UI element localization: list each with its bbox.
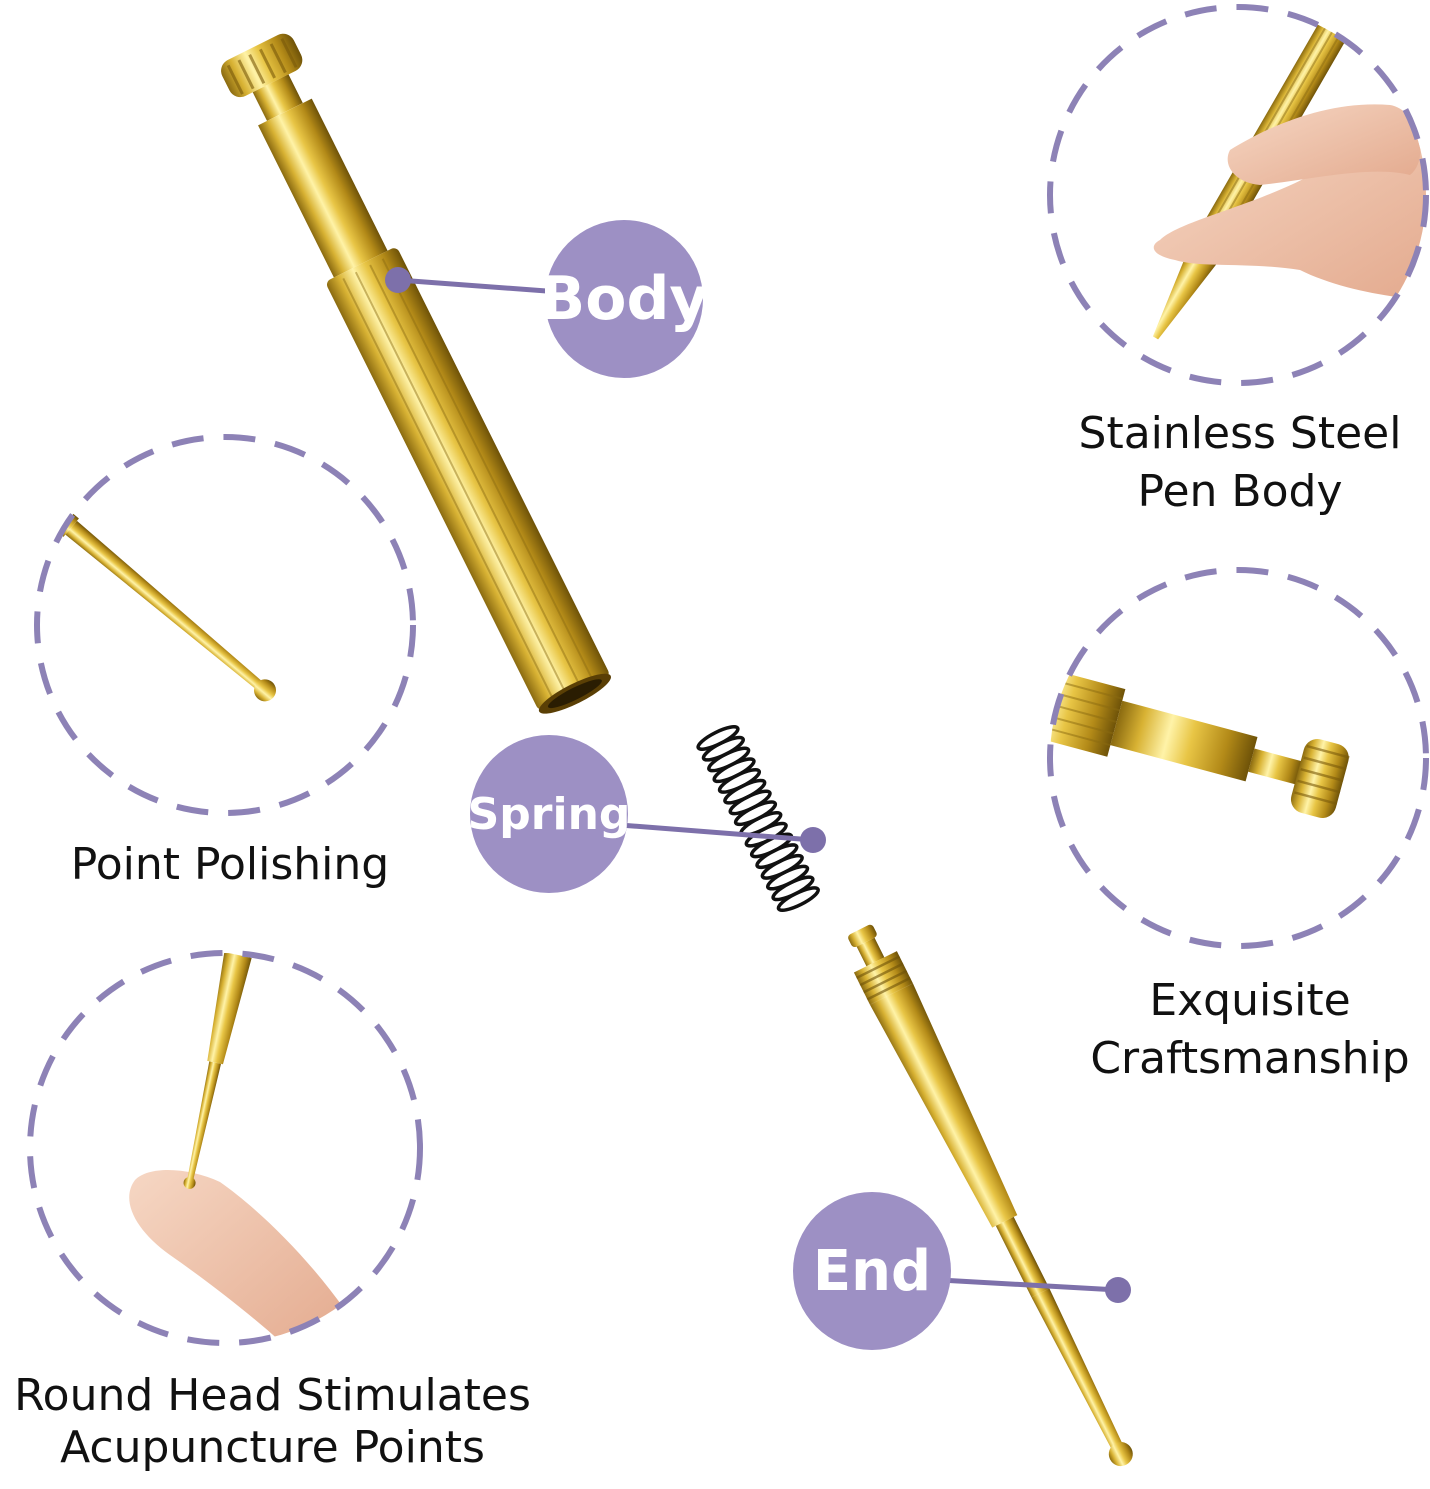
craft-line2: Craftsmanship — [1090, 1033, 1410, 1084]
body-badge: Body — [540, 220, 709, 378]
spring-badge: Spring — [467, 735, 631, 893]
craft-caption: Exquisite Craftsmanship — [1070, 972, 1430, 1088]
finger-image — [129, 953, 345, 1343]
stainless-caption: Stainless Steel Pen Body — [1050, 405, 1430, 521]
pen-body-image — [221, 33, 611, 714]
end-badge: End — [793, 1192, 951, 1350]
hand-image — [1152, 7, 1426, 340]
spring-coil-image — [696, 725, 820, 913]
dashed-circle-frame — [1047, 567, 1429, 949]
end-badge-label: End — [812, 1238, 932, 1304]
polishing-caption: Point Polishing — [30, 836, 430, 894]
dashed-circle-frame — [27, 950, 423, 1346]
body-badge-label: Body — [539, 264, 709, 334]
roundhead-caption: Round Head Stimulates Acupuncture Points — [0, 1370, 545, 1474]
polishing-line1: Point Polishing — [70, 839, 390, 890]
callout-lines — [385, 267, 1131, 1303]
roundhead-line2: Acupuncture Points — [60, 1422, 485, 1473]
craft-line1: Exquisite — [1149, 975, 1351, 1026]
dashed-circle-frame — [1047, 4, 1429, 386]
stainless-line1: Stainless Steel — [1078, 408, 1402, 459]
tip-image — [848, 924, 1133, 1467]
stainless-line2: Pen Body — [1137, 466, 1343, 517]
dashed-circle-frame — [34, 434, 416, 816]
roundhead-line1: Round Head Stimulates — [14, 1370, 531, 1421]
spring-badge-label: Spring — [467, 788, 631, 840]
